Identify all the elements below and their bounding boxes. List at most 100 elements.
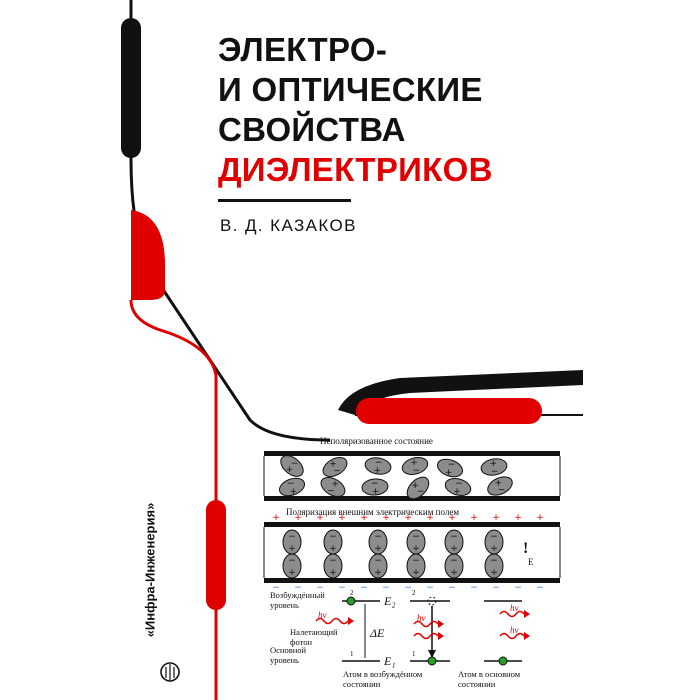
plate-plus-sign: + <box>536 513 544 523</box>
dipole-molecule <box>406 476 430 500</box>
dipole-charge-sign: − <box>333 466 341 476</box>
dipole-charge-sign: + <box>329 544 337 554</box>
dipole-molecule <box>401 457 429 475</box>
polarized-caption: Поляризация внешним электрическим полем <box>286 507 460 517</box>
dipole-charge-sign: − <box>291 459 299 469</box>
dipole-charge-sign: + <box>410 458 418 468</box>
dipole-molecule <box>487 476 513 496</box>
dipole-molecule <box>364 457 392 475</box>
plate-plus-sign: + <box>492 513 500 523</box>
plate-minus-sign: − <box>514 583 522 593</box>
dipole-charge-sign: − <box>288 532 296 542</box>
photon-label-1: hν <box>318 610 327 620</box>
plate-plus-sign: + <box>404 513 412 523</box>
dipole-charge-sign: + <box>374 466 382 476</box>
unpolarized-caption: Неполяризованное состояние <box>320 436 433 446</box>
dipole-charge-sign: − <box>490 556 498 566</box>
plate-charges: +−+−+−+−+−+−+−+−+−+−+−+−+− <box>272 513 544 593</box>
dipole-charge-sign: + <box>453 487 461 497</box>
dipole-charge-sign: + <box>374 544 382 554</box>
plate-plus-sign: + <box>514 513 522 523</box>
dipole-group-unpolarized: −++−−++−−++−−++−−++−−++− <box>278 455 513 500</box>
dipole-molecule <box>444 478 472 496</box>
atom-excited-caption: Атом в возбуждённом состоянии <box>343 669 423 689</box>
plate-plus-sign: + <box>294 513 302 523</box>
dipole-charge-sign: − <box>412 532 420 542</box>
dipole-charge-sign: − <box>327 486 335 496</box>
plate-minus-sign: − <box>294 583 302 593</box>
photon-label-2: hν <box>417 613 426 623</box>
plate-minus-sign: − <box>316 583 324 593</box>
field-mark: ! <box>523 540 529 557</box>
plate-minus-sign: − <box>426 583 434 593</box>
level-1-number-a: 1 <box>350 650 354 658</box>
title-line-3: СВОЙСТВА <box>218 111 406 148</box>
publisher-name: «Инфра-Инженерия» <box>142 502 158 638</box>
dipole-charge-sign: − <box>491 467 499 477</box>
dipole-charge-sign: + <box>495 478 503 488</box>
plate-minus-sign: − <box>360 583 368 593</box>
plate-plus-sign: + <box>360 513 368 523</box>
dipole-charge-sign: − <box>490 532 498 542</box>
dipole-charge-sign: + <box>372 487 380 497</box>
level-2-number-a: 2 <box>350 589 354 597</box>
dipole-charge-sign: − <box>371 479 379 489</box>
dipole-charge-sign: + <box>329 568 337 578</box>
dipole-charge-sign: − <box>329 532 337 542</box>
dipole-charge-sign: − <box>450 556 458 566</box>
dipole-charge-sign: + <box>412 544 420 554</box>
dipole-charge-sign: − <box>448 460 456 470</box>
dipole-charge-sign: − <box>287 479 295 489</box>
dipole-molecule <box>282 553 302 579</box>
dipole-charge-sign: + <box>288 544 296 554</box>
plate-minus-sign: − <box>536 583 544 593</box>
plate-minus-sign: − <box>338 583 346 593</box>
dipole-charge-sign: − <box>498 486 506 496</box>
incident-photon-label: Налетающий фотон <box>290 627 338 647</box>
dipole-molecule <box>361 478 389 496</box>
e2-label: E₂ <box>384 594 396 608</box>
dipole-charge-sign: − <box>450 532 458 542</box>
title-line-2: И ОПТИЧЕСКИЕ <box>218 71 483 108</box>
photon-label-4: hν <box>510 625 519 635</box>
decor-black-arc <box>338 370 583 424</box>
dipole-charge-sign: + <box>450 568 458 578</box>
dipole-charge-sign: + <box>412 568 420 578</box>
dipole-charge-sign: − <box>288 556 296 566</box>
dipole-charge-sign: − <box>412 556 420 566</box>
dipole-molecule <box>280 455 304 477</box>
dipole-group-polarized: −+−+−+−+−+−+−+−+−+−+−+−+ <box>282 529 504 579</box>
decor-black-capsule <box>121 18 141 158</box>
dipole-charge-sign: − <box>374 532 382 542</box>
title-line-1: ЭЛЕКТРО- <box>218 31 388 68</box>
excited-level-label: Возбуждённый уровень <box>270 590 325 610</box>
dipole-charge-sign: − <box>412 466 420 476</box>
title-accent-line: ДИЭЛЕКТРИКОВ <box>218 151 493 188</box>
dipole-charge-sign: + <box>331 480 339 490</box>
plate-minus-sign: − <box>448 583 456 593</box>
dipole-charge-sign: + <box>490 459 498 469</box>
dipole-molecule <box>278 477 306 497</box>
dipole-charge-sign: + <box>450 544 458 554</box>
polarized-panel <box>263 522 561 583</box>
plate-plus-sign: + <box>316 513 324 523</box>
level-2-number-b: 2 <box>412 589 416 597</box>
dipole-molecule <box>484 553 504 579</box>
decor-red-capsule <box>206 500 226 610</box>
decor-red-curve <box>129 210 226 700</box>
author-name: В. Д. КАЗАКОВ <box>220 216 357 235</box>
energy-diagram <box>315 596 530 666</box>
dipole-charge-sign: + <box>411 481 419 491</box>
dipole-charge-sign: + <box>445 468 453 478</box>
plate-minus-sign: − <box>382 583 390 593</box>
atom-ground-dot <box>498 656 508 666</box>
dipole-molecule <box>323 553 343 579</box>
dipole-charge-sign: − <box>417 487 425 497</box>
plate-plus-sign: + <box>448 513 456 523</box>
atom-excited-dot <box>346 596 356 606</box>
plate-minus-sign: − <box>272 583 280 593</box>
dipole-charge-sign: + <box>290 487 298 497</box>
ground-level-label: Основной уровень <box>270 645 307 665</box>
photon-label-3: hν <box>510 603 519 613</box>
